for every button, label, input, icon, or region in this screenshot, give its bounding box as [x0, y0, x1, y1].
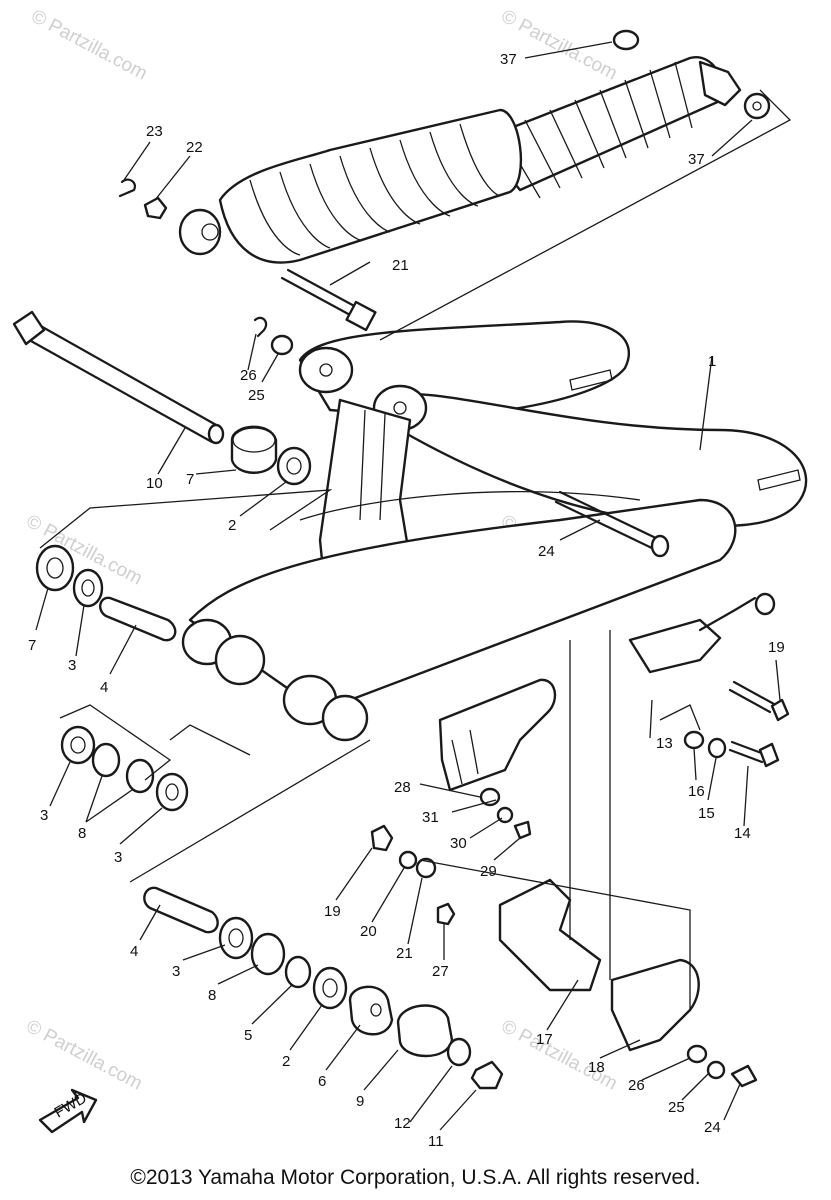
callout-20: 20: [360, 923, 377, 940]
callout-29: 30: [450, 835, 467, 852]
callout-13: 13: [656, 735, 673, 752]
pivot-shaft: [12, 310, 312, 486]
callout-9: 9: [356, 1093, 364, 1110]
callout-4: 4: [130, 943, 138, 960]
callout-31: 21: [392, 257, 409, 274]
callout-7: 8: [208, 987, 216, 1004]
shock-absorber: [118, 29, 771, 332]
callout-21: 21: [396, 945, 413, 962]
callout-30: 31: [422, 809, 439, 826]
callout-33: 23: [146, 123, 163, 140]
callout-15: 15: [698, 805, 715, 822]
callout-37: 37: [688, 151, 705, 168]
callout-28: 29: [480, 863, 497, 880]
callout-3: 3: [68, 657, 76, 674]
callout-2: 2: [228, 517, 236, 534]
caliper-bracket: [370, 630, 758, 1088]
swingarm: [181, 320, 808, 742]
watermark: © Partzilla.com: [28, 6, 151, 85]
callout-26: 27: [432, 963, 449, 980]
callout-2: 2: [282, 1053, 290, 1070]
callout-7: 7: [28, 637, 36, 654]
callout-35: 25: [248, 387, 265, 404]
callout-5: 5: [244, 1027, 252, 1044]
callout-37: 37: [500, 51, 517, 68]
watermark: © Partzilla.com: [498, 1016, 621, 1095]
callout-12: 12: [394, 1115, 411, 1132]
watermark: © Partzilla.com: [498, 6, 621, 85]
callout-23: 25: [668, 1099, 685, 1116]
callout-34: 24: [538, 543, 555, 560]
copyright-notice: ©2013 Yamaha Motor Corporation, U.S.A. A…: [130, 1166, 701, 1189]
callout-3: 3: [40, 807, 48, 824]
leader-lines: [35, 41, 781, 1131]
callout-4: 4: [100, 679, 108, 696]
explode-lines: [39, 89, 792, 1010]
callout-32: 22: [186, 139, 203, 156]
brake-stay: [628, 592, 790, 768]
callout-18: 18: [588, 1059, 605, 1076]
callout-36: 26: [240, 367, 257, 384]
callout-24: 26: [628, 1077, 645, 1094]
callout-8: 8: [78, 825, 86, 842]
callout-25: 19: [768, 639, 785, 656]
watermark: © Partzilla.com: [23, 1016, 146, 1095]
callout-3: 3: [172, 963, 180, 980]
callout-6: 6: [318, 1073, 326, 1090]
callout-17: 17: [536, 1031, 553, 1048]
callout-1: 1: [708, 353, 716, 370]
callout-6: 7: [186, 471, 194, 488]
callout-16: 16: [688, 783, 705, 800]
callout-10: 10: [146, 475, 163, 492]
callout-3: 3: [114, 849, 122, 866]
lower-left-bearings: [60, 725, 189, 812]
chain-guard: [438, 678, 557, 840]
callout-numbers: 37 37 23 22 21 26 25 1 10 7 2 24 7 3 4 1…: [28, 51, 785, 1150]
callout-11: 11: [428, 1133, 444, 1150]
exploded-parts-diagram: © Partzilla.com © Partzilla.com © Partzi…: [12, 6, 808, 1150]
lower-bearing-stack: [143, 886, 504, 1090]
callout-22: 24: [704, 1119, 721, 1136]
left-bearing-stack: [35, 544, 177, 642]
callout-19: 19: [324, 903, 341, 920]
fwd-arrow: FWD: [38, 1088, 98, 1134]
callout-27: 28: [394, 779, 411, 796]
callout-14: 14: [734, 825, 751, 842]
